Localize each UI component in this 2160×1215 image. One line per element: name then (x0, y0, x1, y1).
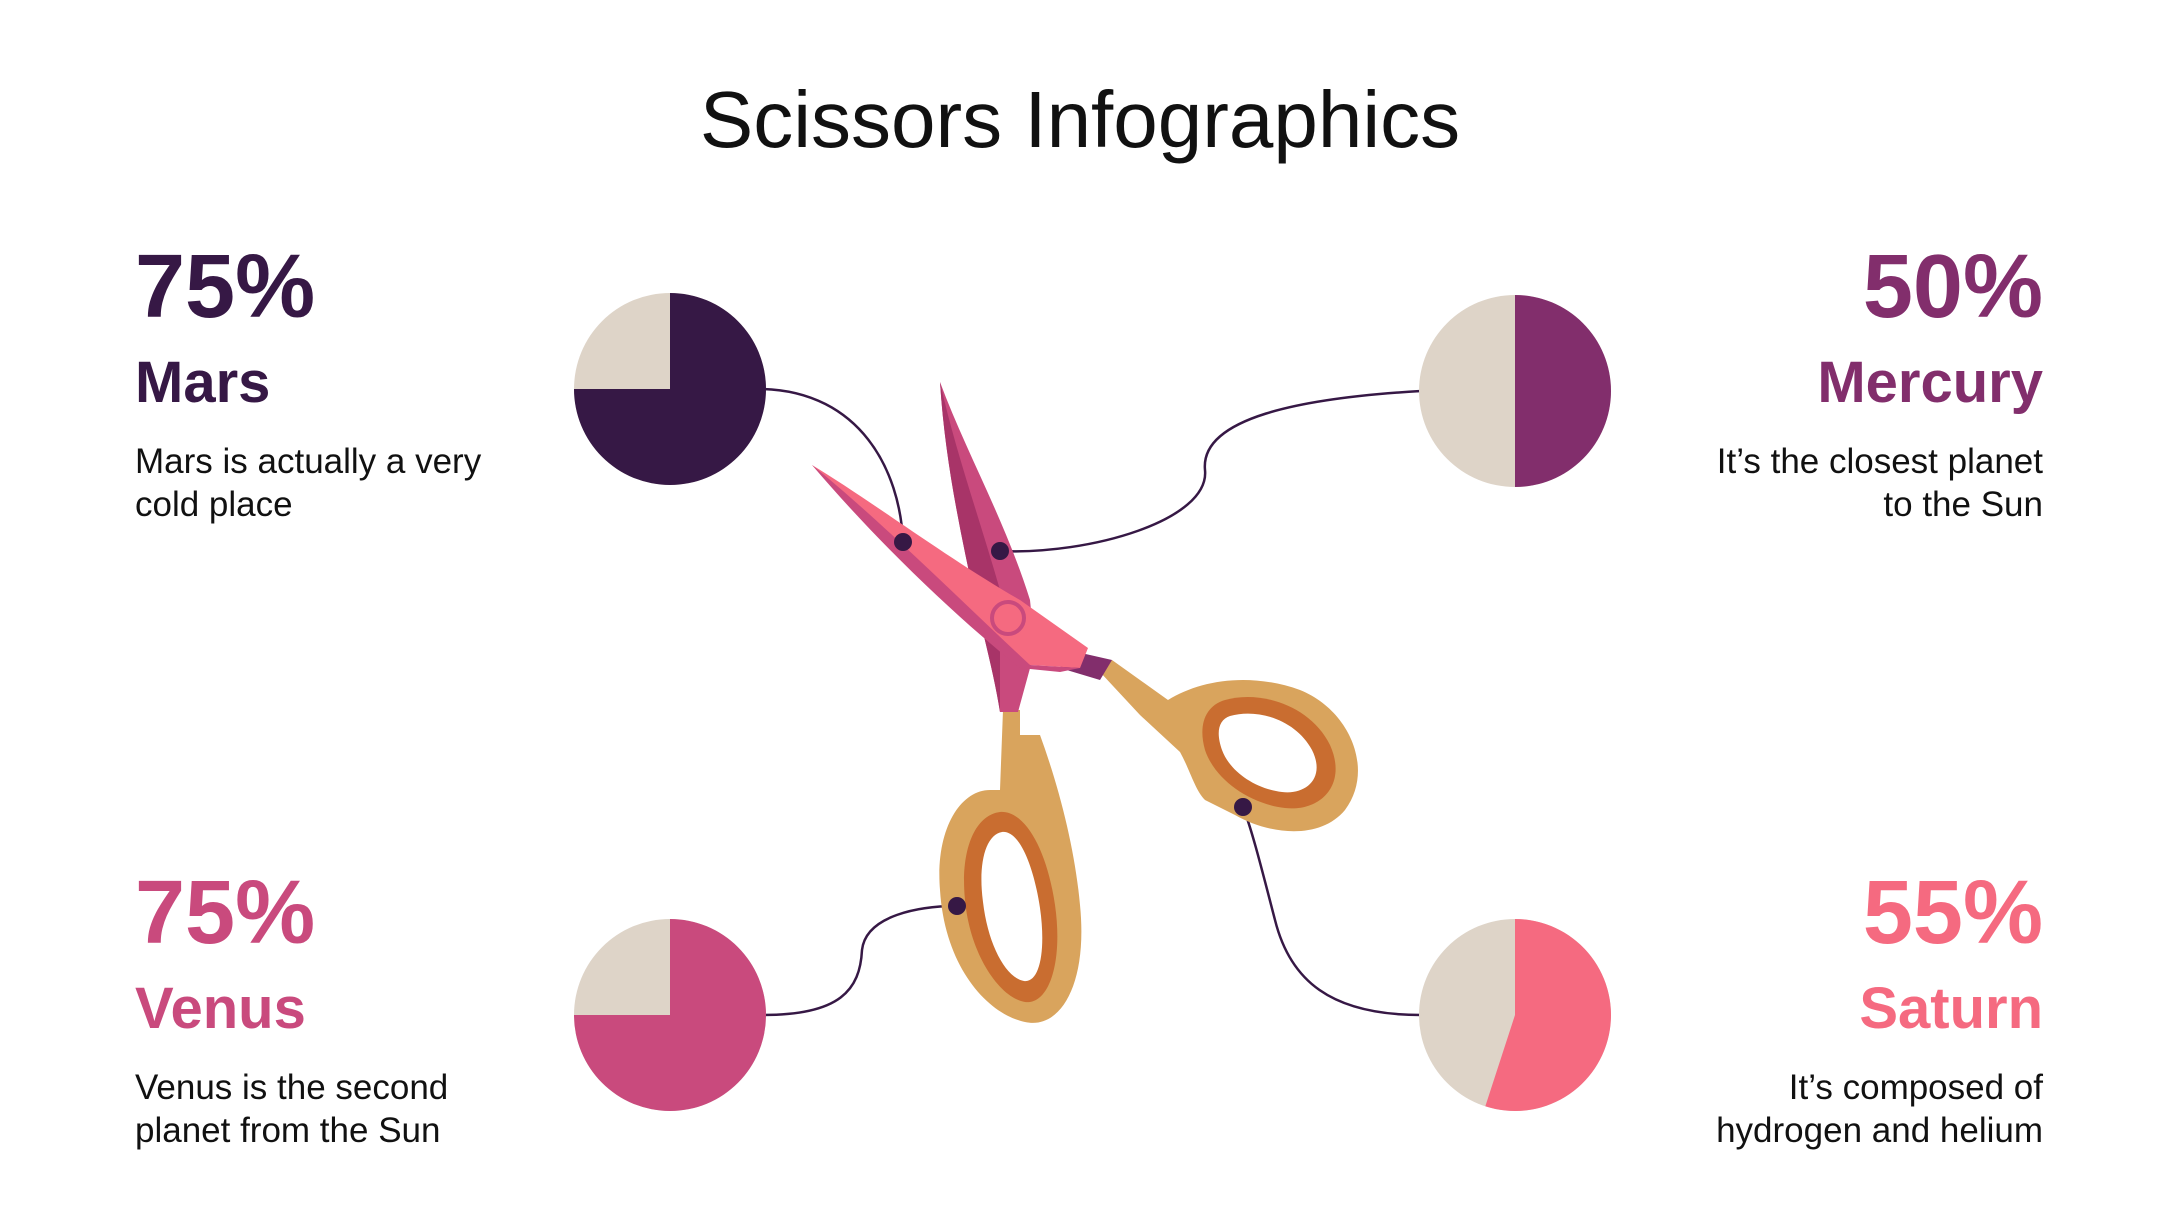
stat-block-venus: 75% Venus Venus is the second planet fro… (135, 868, 575, 1152)
stat-name-mercury: Mercury (1817, 350, 2043, 415)
description-line: It’s the closest planet (1716, 442, 2043, 481)
connector-dot-venus (948, 897, 966, 915)
stat-description-saturn: It’s composed of hydrogen and helium (1603, 1066, 2043, 1152)
pie-charts (574, 293, 1611, 1111)
stat-description-venus: Venus is the second planet from the Sun (135, 1066, 575, 1152)
connector-dot-saturn (1234, 798, 1252, 816)
pie-slice-mars (574, 293, 766, 485)
stat-percent-mercury: 50% (1862, 237, 2043, 337)
stat-name-mars: Mars (135, 350, 271, 415)
connector-dot-mercury (991, 542, 1009, 560)
lower-handle-hole (981, 831, 1043, 982)
stat-description-mars: Mars is actually a very cold place (135, 440, 575, 526)
description-line: cold place (135, 485, 293, 524)
description-line: hydrogen and helium (1716, 1111, 2043, 1150)
connector-dot-mars (894, 533, 912, 551)
stat-percent-saturn: 55% (1862, 863, 2043, 963)
stat-percent-mars: 75% (135, 237, 316, 337)
stat-block-mercury: 50% Mercury It’s the closest planet to t… (1603, 242, 2043, 526)
connector-dots (894, 533, 1252, 915)
stat-block-saturn: 55% Saturn It’s composed of hydrogen and… (1603, 868, 2043, 1152)
stat-description-mercury: It’s the closest planet to the Sun (1603, 440, 2043, 526)
stat-name-saturn: Saturn (1859, 976, 2043, 1041)
description-line: to the Sun (1883, 485, 2043, 524)
connector-saturn (1241, 806, 1422, 1017)
diagonal-handle-hole (1218, 713, 1317, 793)
pivot-screw (990, 600, 1026, 636)
stat-percent-venus: 75% (135, 863, 316, 963)
connector-venus (762, 904, 958, 1017)
connector-mars (762, 387, 905, 543)
description-line: It’s composed of (1788, 1068, 2043, 1107)
stat-name-venus: Venus (135, 976, 306, 1041)
scissors-illustration (812, 382, 1358, 1023)
page-title: Scissors Infographics (699, 75, 1461, 164)
pie-slice-venus (574, 919, 766, 1111)
description-line: Mars is actually a very (135, 442, 482, 481)
diagonal-blade (812, 465, 1088, 668)
connector-mercury (999, 389, 1422, 553)
description-line: planet from the Sun (135, 1111, 441, 1150)
stat-block-mars: 75% Mars Mars is actually a very cold pl… (135, 242, 575, 526)
pie-slice-mercury (1515, 295, 1611, 487)
description-line: Venus is the second (135, 1068, 449, 1107)
connector-lines (762, 387, 1422, 1017)
pie-slice-saturn (1485, 919, 1611, 1111)
